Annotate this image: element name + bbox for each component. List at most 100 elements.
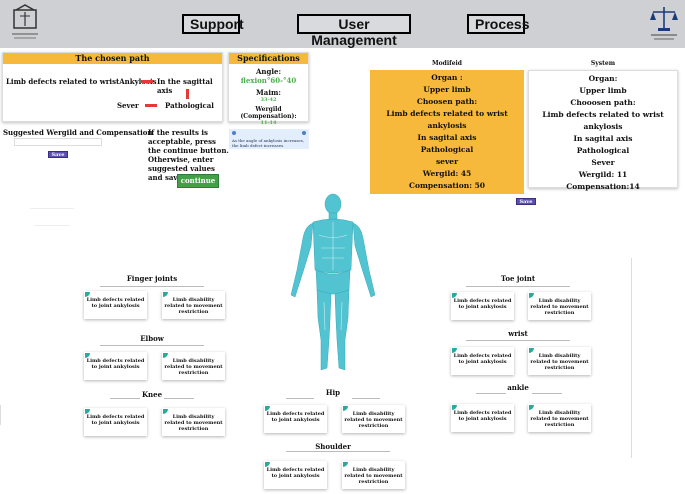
card-corner-icon <box>529 405 534 410</box>
card-corner-icon <box>529 293 534 298</box>
system-result-box: Organ: Upper limb Chooosen path: Limb de… <box>528 70 678 191</box>
specifications-title: Specifications <box>229 53 308 64</box>
card-label: Limb disability related to movement rest… <box>530 298 589 316</box>
card-label: Limb defects related to joint ankylosis <box>266 467 325 479</box>
section-hip: Hip <box>325 388 341 397</box>
info-note-text: As the angle of ankylosis increases, the… <box>232 138 305 148</box>
section-toe-joint: Toe joint <box>500 274 536 283</box>
nav-user-management-button[interactable]: User Management <box>297 14 411 48</box>
nav-process-button[interactable]: Process <box>467 14 529 34</box>
card-corner-icon <box>85 409 90 414</box>
knee-disability-card[interactable]: Limb disability related to movement rest… <box>162 408 225 436</box>
left-arm-icon[interactable] <box>352 222 376 298</box>
system-line: Chooosen path: <box>570 98 636 107</box>
finger-disability-card[interactable]: Limb disability related to movement rest… <box>162 291 225 319</box>
elbow-disability-card[interactable]: Limb disability related to movement rest… <box>162 352 225 380</box>
angle-label: Angle: <box>255 67 282 76</box>
shoulder-disability-card[interactable]: Limb disability related to movement rest… <box>342 461 405 489</box>
modified-line: Pathological <box>420 145 474 154</box>
modified-line: Limb defects related to wrist ankylosis <box>386 109 508 130</box>
path-type-label: Pathological <box>165 101 214 110</box>
human-body-figure[interactable] <box>283 190 383 375</box>
modified-line: Organ : <box>431 73 463 82</box>
card-label: Limb defects related to joint ankylosis <box>453 298 512 310</box>
card-corner-icon <box>85 292 90 297</box>
finger-ankylosis-card[interactable]: Limb defects related to joint ankylosis <box>84 291 147 319</box>
card-label: Limb defects related to joint ankylosis <box>86 358 145 370</box>
nav-support-button[interactable]: Support <box>182 14 244 34</box>
modified-line: Wergild: 45 <box>422 169 472 178</box>
wergild-value: 11-14 <box>260 120 277 126</box>
section-wrist: wrist <box>508 329 528 338</box>
section-underline <box>286 451 390 452</box>
elbow-ankylosis-card[interactable]: Limb defects related to joint ankylosis <box>84 352 147 380</box>
card-label: Limb defects related to joint ankylosis <box>86 297 145 309</box>
info-note: As the angle of ankylosis increases, the… <box>229 129 309 149</box>
section-finger-joints: Finger joints <box>126 274 178 283</box>
card-corner-icon <box>163 409 168 414</box>
card-label: Limb defects related to joint ankylosis <box>266 411 325 423</box>
system-title: System <box>590 60 616 67</box>
pelvis-icon[interactable] <box>315 269 351 295</box>
section-underline <box>476 393 506 394</box>
card-corner-icon <box>529 348 534 353</box>
card-corner-icon <box>85 353 90 358</box>
angle-value: flexion°60-°40 <box>240 76 297 85</box>
ministry-logo-icon <box>12 4 38 39</box>
section-underline <box>352 398 380 399</box>
section-underline <box>164 398 194 399</box>
right-leg-icon[interactable] <box>316 289 332 371</box>
suggested-values-input[interactable] <box>14 138 102 146</box>
ankle-ankylosis-card[interactable]: Limb defects related to joint ankylosis <box>451 404 514 432</box>
system-line: Organ: <box>588 74 618 83</box>
faint-divider-2 <box>34 225 70 226</box>
section-ankle: ankle <box>507 383 529 392</box>
modified-save-button[interactable]: Save <box>516 198 536 205</box>
card-corner-icon <box>163 292 168 297</box>
section-underline <box>466 286 570 287</box>
card-label: Limb disability related to movement rest… <box>164 414 223 432</box>
system-line: Limb defects related to wrist ankylosis <box>542 110 664 131</box>
chosen-path-title: The chosen path <box>3 53 222 64</box>
continue-button[interactable]: continue <box>177 174 219 188</box>
hip-disability-card[interactable]: Limb disability related to movement rest… <box>342 405 405 433</box>
suggested-wergild-label: Suggested Wergild and Compensation <box>3 128 153 137</box>
knee-ankylosis-card[interactable]: Limb defects related to joint ankylosis <box>84 408 147 436</box>
modified-title: Modifeid <box>432 60 462 67</box>
suggested-save-button[interactable]: Save <box>48 151 68 158</box>
card-corner-icon <box>343 462 348 467</box>
wrist-disability-card[interactable]: Limb disability related to movement rest… <box>528 347 591 375</box>
shoulder-ankylosis-card[interactable]: Limb defects related to joint ankylosis <box>264 461 327 489</box>
system-line: Pathological <box>576 146 630 155</box>
path-axis-label: In the sagittal axis <box>157 77 213 95</box>
specifications-panel: Specifications Angle: flexion°60-°40 Mai… <box>228 52 309 126</box>
system-line: Upper limb <box>579 86 627 95</box>
card-label: Limb disability related to movement rest… <box>164 358 223 376</box>
card-corner-icon <box>265 462 270 467</box>
instructions-text: If the results is acceptable, press the … <box>148 128 229 182</box>
wrist-ankylosis-card[interactable]: Limb defects related to joint ankylosis <box>451 347 514 375</box>
modified-line: Upper limb <box>423 85 471 94</box>
section-underline <box>466 340 570 341</box>
section-knee: Knee <box>141 390 163 399</box>
card-corner-icon <box>343 406 348 411</box>
hip-ankylosis-card[interactable]: Limb defects related to joint ankylosis <box>264 405 327 433</box>
path-connector-line-2 <box>145 104 157 107</box>
info-icon <box>232 131 236 135</box>
modified-result-box: Organ : Upper limb Choosen path: Limb de… <box>370 70 524 194</box>
neck-icon[interactable] <box>328 212 338 220</box>
left-leg-icon[interactable] <box>334 289 350 371</box>
toe-ankylosis-card[interactable]: Limb defects related to joint ankylosis <box>451 292 514 320</box>
section-underline <box>286 398 314 399</box>
card-label: Limb disability related to movement rest… <box>530 410 589 428</box>
system-line: Compensation:14 <box>566 182 640 191</box>
ankle-disability-card[interactable]: Limb disability related to movement rest… <box>528 404 591 432</box>
maim-label: Maim: <box>256 88 281 97</box>
modified-line: In sagital axis <box>417 133 477 142</box>
chosen-path-panel: The chosen path Limb defects related to … <box>2 52 223 122</box>
top-bar: Support User Management Process <box>0 0 685 48</box>
toe-disability-card[interactable]: Limb disability related to movement rest… <box>528 292 591 320</box>
head-icon[interactable] <box>324 193 342 215</box>
right-arm-icon[interactable] <box>290 222 314 298</box>
right-divider <box>631 258 632 458</box>
